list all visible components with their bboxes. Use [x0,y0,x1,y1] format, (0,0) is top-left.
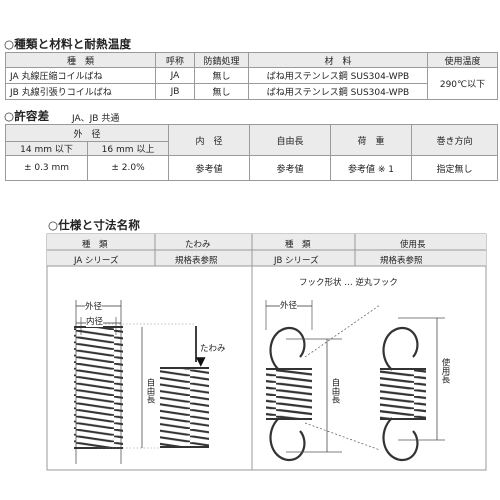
outer-diameter-label: 外径 [85,300,103,312]
ja-header-type: 種 類 [82,240,108,250]
tolerance-table: 外 径 内 径 自由長 荷 重 巻き方向 14 mm 以下 16 mm 以上 ±… [5,124,498,181]
jb-series: JB シリーズ [274,256,319,266]
section1-title: ○種類と材料と耐熱温度 [4,37,132,51]
row-jb-material: ばね用ステンレス鋼 SUS304-WPB [248,83,428,100]
value-inner-diameter: 参考値 [168,155,250,181]
value-load: 参考値 ※ 1 [330,155,412,181]
section2-title: ○許容差 [4,109,50,123]
free-length-label: 自由長 [145,378,155,404]
value-od-large: ± 2.0% [87,155,169,181]
jb-header-use-length: 使用長 [400,240,426,250]
temp-value: 290℃以下 [427,67,498,100]
row-jb-rust: 無し [194,83,249,100]
ja-deflection-value: 規格表参照 [175,256,218,266]
material-table: 種 類 呼称 防錆処理 材 料 使用温度 JA 丸線圧縮コイルばね JA 無し … [5,52,498,100]
jb-use-length-value: 規格表参照 [380,256,423,266]
inner-diameter-label: 内径 [86,315,104,327]
ja-header-deflection: たわみ [185,240,211,250]
value-winding: 指定無し [411,155,498,181]
ja-series: JA シリーズ [74,256,119,266]
value-free-length: 参考値 [249,155,331,181]
jb-header-type: 種 類 [285,240,311,250]
hook-shape-label: フック形状 … 逆丸フック [299,278,398,288]
use-length-label: 使用長 [440,358,450,384]
row-jb-type: JB 丸線引張りコイルばね [5,83,156,100]
section3-title: ○仕様と寸法名称 [48,218,141,232]
jb-outer-diameter-label: 外径 [280,299,298,311]
deflection-label: たわみ [200,344,226,354]
value-od-small: ± 0.3 mm [5,155,88,181]
jb-free-length-label: 自由長 [330,378,340,404]
section2-subtitle: JA、JB 共通 [72,114,120,124]
